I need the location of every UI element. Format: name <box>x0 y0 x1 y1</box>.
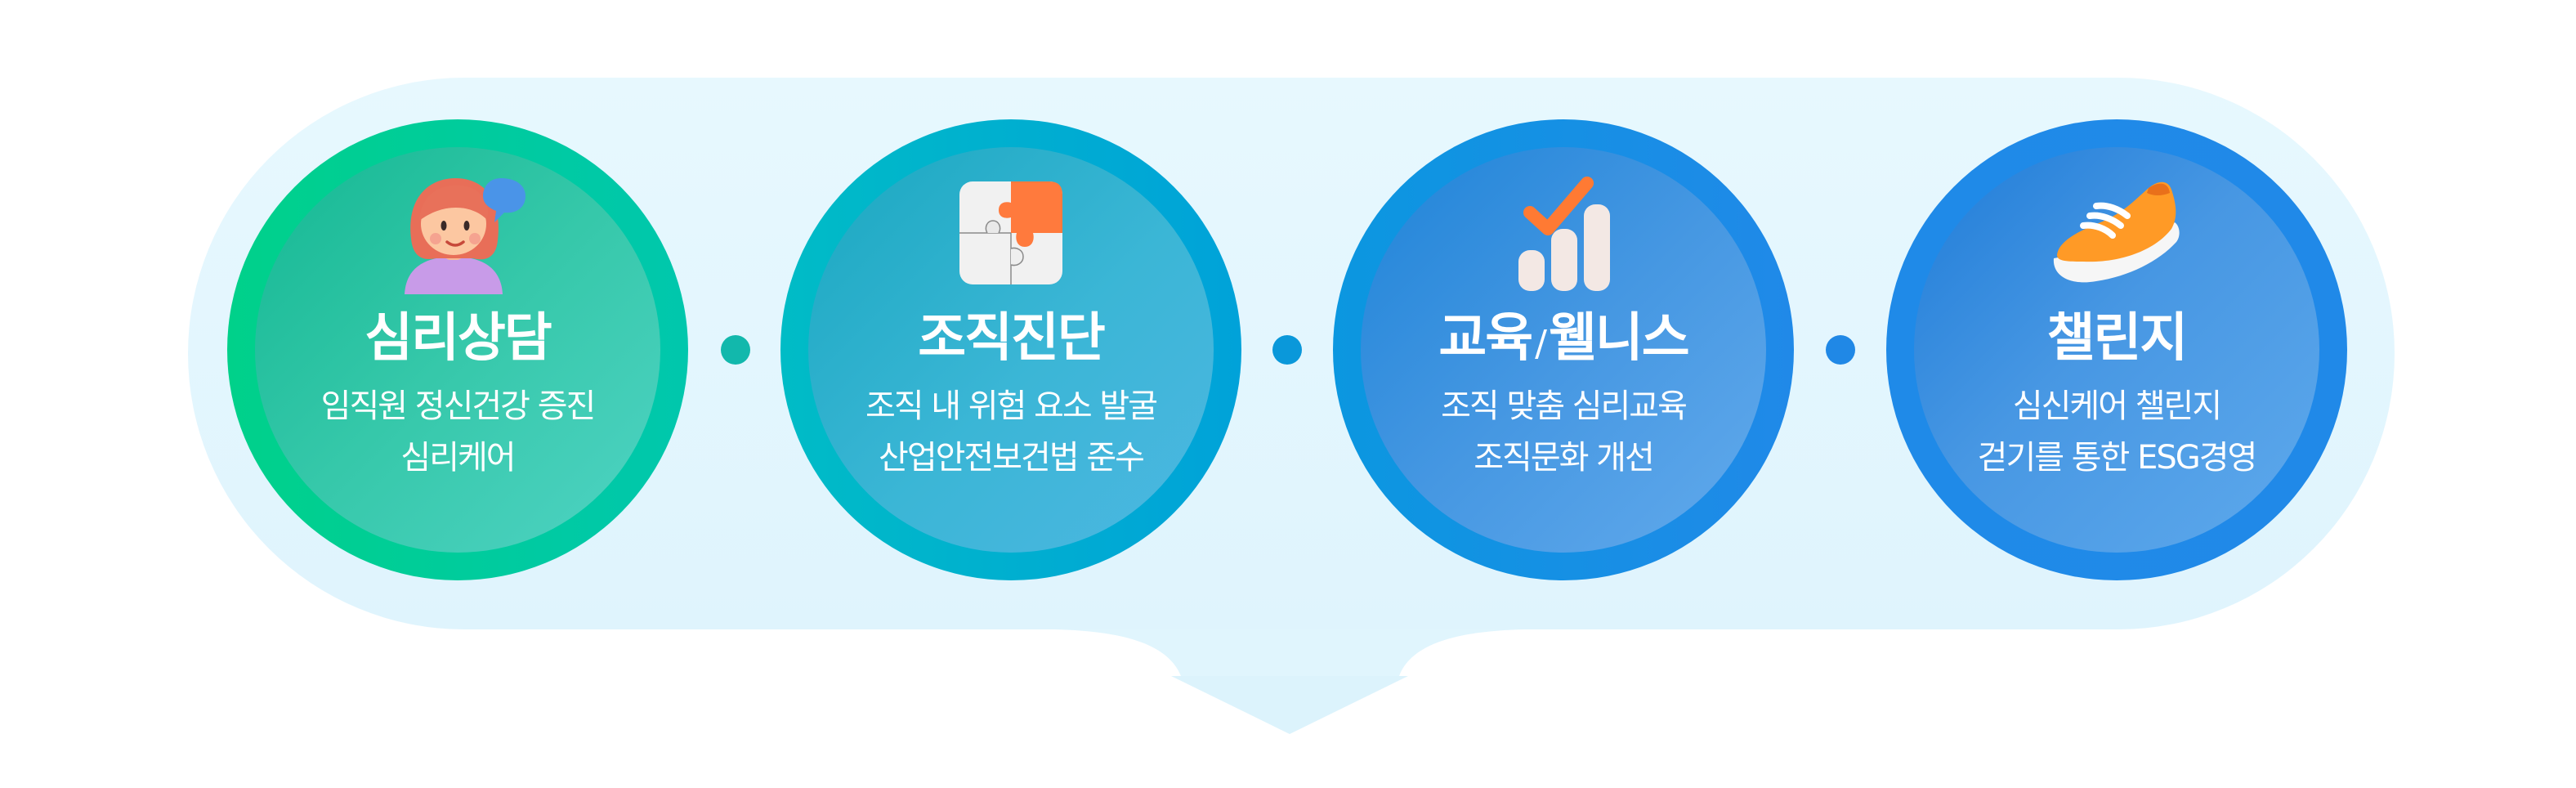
step-education-wellness: 교육/웰니스 조직 맞춤 심리교육 조직문화 개선 <box>1333 119 1794 580</box>
step-diagnosis: 조직진단 조직 내 위험 요소 발굴 산업안전보건법 준수 <box>780 119 1241 580</box>
step-title-part: 웰니스 <box>1548 308 1690 369</box>
connector-dot <box>1272 335 1302 365</box>
step-title: 챌린지 <box>2046 308 2189 369</box>
connector-dot <box>1826 335 1855 365</box>
puzzle-pieces-icon <box>959 181 1062 284</box>
step-title-slash: / <box>1535 323 1547 365</box>
step-description-line: 심리케어 <box>400 439 516 477</box>
step-description-line: 임직원 정신건강 증진 <box>320 387 597 425</box>
counselor-woman-speech-bubble-icon <box>405 178 525 294</box>
step-description-line: 걷기를 통한 ESG경영 <box>1977 439 2258 477</box>
step-challenge: 챌린지 심신케어 챌린지 걷기를 통한 ESG경영 <box>1886 119 2347 580</box>
step-counseling: 심리상담 임직원 정신건강 증진 심리케어 <box>227 119 688 580</box>
step-description-line: 조직 내 위험 요소 발굴 <box>865 387 1158 425</box>
step-description: 조직 내 위험 요소 발굴 산업안전보건법 준수 <box>780 381 1241 484</box>
sneaker-shoe-icon <box>2053 181 2180 283</box>
step-description: 조직 맞춤 심리교육 조직문화 개선 <box>1333 381 1794 484</box>
step-description: 임직원 정신건강 증진 심리케어 <box>227 381 688 484</box>
step-description-line: 심신케어 챌린지 <box>2012 387 2222 425</box>
bar-chart-checkmark-icon <box>1518 177 1610 291</box>
step-title-part: 교육 <box>1438 308 1533 369</box>
step-description: 심신케어 챌린지 걷기를 통한 ESG경영 <box>1886 381 2347 484</box>
step-description-line: 조직 맞춤 심리교육 <box>1441 387 1688 425</box>
arrow-down-icon <box>1171 676 1408 734</box>
step-title: 교육/웰니스 <box>1333 306 1794 377</box>
step-description-line: 조직문화 개선 <box>1474 439 1655 477</box>
step-title: 심리상담 <box>364 308 552 369</box>
step-description-line: 산업안전보건법 준수 <box>879 439 1145 477</box>
connector-dot <box>721 335 750 365</box>
step-title: 조직진단 <box>918 308 1106 369</box>
